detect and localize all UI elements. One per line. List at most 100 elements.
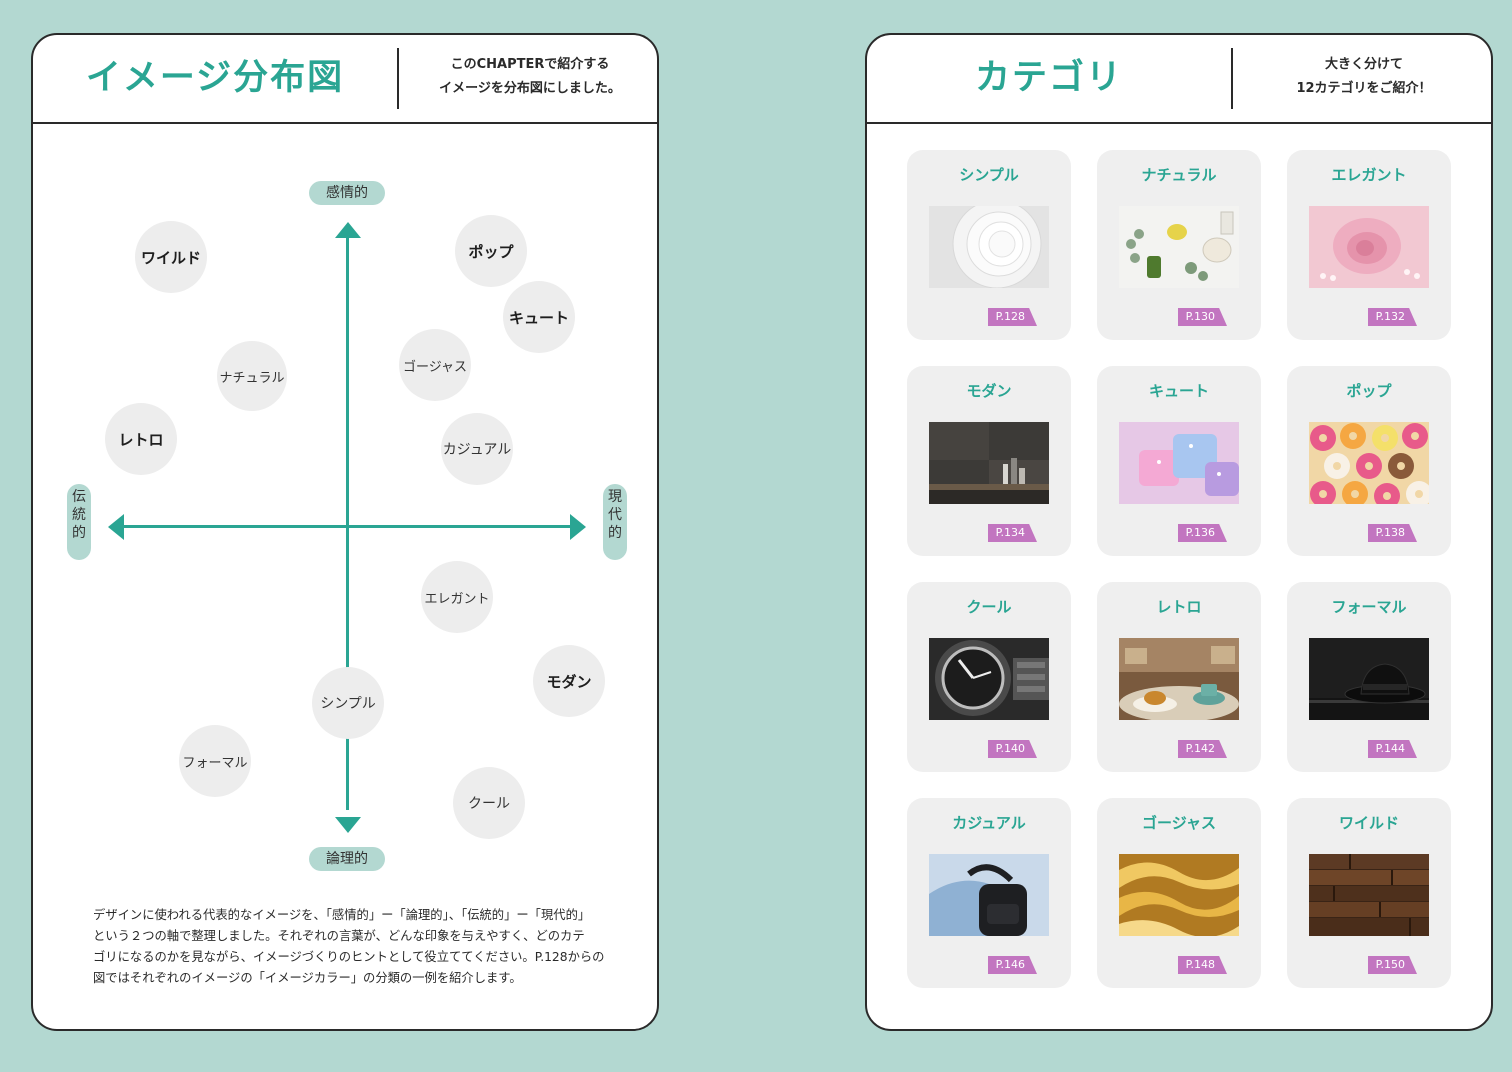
subtitle-line: このCHAPTERで紹介する [450,57,610,72]
rose-image [1309,206,1429,288]
category-card-wild[interactable]: ワイルド P.150 [1287,798,1451,988]
bubble-cool: クール [453,767,525,839]
bubble-simple: シンプル [312,667,384,739]
category-card-cool[interactable]: クール P.140 [907,582,1071,772]
bubble-label: クール [468,796,510,812]
card-title: クール [966,598,1012,616]
axis-char: 伝 [72,489,86,505]
page-title: イメージ分布図 [85,58,345,98]
header-divider [1231,48,1233,109]
card-title: ワイルド [1338,814,1399,832]
bubble-label: ナチュラル [219,370,285,386]
arrow-up-icon [335,222,361,238]
category-card-formal[interactable]: フォーマル P.144 [1287,582,1451,772]
category-card-pop[interactable]: ポップ P.138 [1287,366,1451,556]
description-line: デザインに使われる代表的なイメージを、「感情的」ー「論理的」、「伝統的」ー「現代… [93,908,591,922]
bubble-modern: モダン [533,645,605,717]
card-title: キュート [1148,382,1209,400]
description-text: デザインに使われる代表的なイメージを、「感情的」ー「論理的」、「伝統的」ー「現代… [93,905,613,989]
axis-label-logical: 論理的 [309,847,385,871]
plates-image [929,206,1049,288]
bubble-label: フォーマル [182,755,248,771]
card-title: フォーマル [1331,598,1407,616]
axis-char: 統 [72,507,86,523]
category-card-gorgeous[interactable]: ゴージャス P.148 [1097,798,1261,988]
category-card-casual[interactable]: カジュアル P.146 [907,798,1071,988]
watch-image [929,638,1049,720]
hat-piano-image [1309,638,1429,720]
card-title: ポップ [1346,382,1392,400]
donuts-image [1309,422,1429,504]
backpack-image [929,854,1049,936]
page-tag: P.128 [987,308,1037,326]
description-line: ゴリになるのかを見ながら、イメージづくりのヒントとして役立ててください。P.12… [93,950,605,964]
axis-label-emotional: 感情的 [309,181,385,205]
card-title: レトロ [1156,598,1202,616]
arrow-left-icon [108,514,124,540]
arrow-down-icon [335,817,361,833]
card-title: エレガント [1331,166,1407,184]
page-title: カテゴリ [974,58,1123,98]
page-tag: P.134 [987,524,1037,542]
page-tag: P.150 [1367,956,1417,974]
card-title: シンプル [959,166,1019,184]
bubble-label: ワイルド [140,248,201,267]
category-card-cute[interactable]: キュート P.136 [1097,366,1261,556]
page-tag: P.140 [987,740,1037,758]
page-tag: P.136 [1177,524,1227,542]
bubble-label: エレガント [424,591,490,607]
bubble-elegant: エレガント [421,561,493,633]
natural-cosmetics-image [1119,206,1239,288]
axis-char: 現 [608,489,622,505]
bubble-casual: カジュアル [441,413,513,485]
retro-cafe-image [1119,638,1239,720]
bubble-pop: ポップ [455,215,527,287]
page-tag: P.130 [1177,308,1227,326]
page-tag: P.148 [1177,956,1227,974]
card-title: ゴージャス [1142,814,1216,832]
bubble-cute: キュート [503,281,575,353]
gold-fabric-image [1119,854,1239,936]
panel-header: イメージ分布図 このCHAPTERで紹介する イメージを分布図にしました。 [33,35,657,124]
bubble-label: ゴージャス [402,359,468,375]
page-tag: P.144 [1367,740,1417,758]
category-card-modern[interactable]: モダン P.134 [907,366,1071,556]
subtitle-line: イメージを分布図にしました。 [439,81,621,96]
bubble-formal: フォーマル [179,725,251,797]
panel-header: カテゴリ 大きく分けて 12カテゴリをご紹介！ [867,35,1491,124]
vertical-axis [346,235,349,810]
category-card-natural[interactable]: ナチュラル P.130 [1097,150,1261,340]
bubble-label: レトロ [118,430,164,449]
description-line: 図ではそれぞれのイメージの「イメージカラー」の分類の一例を紹介します。 [93,971,522,985]
page-tag: P.146 [987,956,1037,974]
page-tag: P.138 [1367,524,1417,542]
bubble-retro: レトロ [105,403,177,475]
card-title: ナチュラル [1141,166,1217,184]
modern-interior-image [929,422,1049,504]
card-title: モダン [966,382,1012,400]
arrow-right-icon [570,514,586,540]
axis-char: 的 [72,525,86,541]
distribution-map-panel: イメージ分布図 このCHAPTERで紹介する イメージを分布図にしました。 感情… [31,33,659,1031]
axis-char: 代 [608,507,622,523]
bubble-wild: ワイルド [135,221,207,293]
jelly-candy-image [1119,422,1239,504]
category-panel: カテゴリ 大きく分けて 12カテゴリをご紹介！ シンプル P.128 ナチュラル [865,33,1493,1031]
description-line: という２つの軸で整理しました。それぞれの言葉が、どんな印象を与えやすく、どのカテ [93,929,585,943]
bubble-label: カジュアル [442,442,512,458]
page-tag: P.142 [1177,740,1227,758]
category-card-simple[interactable]: シンプル P.128 [907,150,1071,340]
bubble-natural: ナチュラル [217,341,287,411]
category-card-retro[interactable]: レトロ P.142 [1097,582,1261,772]
bubble-label: キュート [508,308,569,327]
header-divider [397,48,399,109]
bubble-label: シンプル [320,696,376,712]
axis-label-traditional: 伝統的 [67,484,91,560]
page-subtitle: 大きく分けて 12カテゴリをご紹介！ [1233,53,1491,101]
subtitle-line: 12カテゴリをご紹介！ [1296,81,1432,96]
page-tag: P.132 [1367,308,1417,326]
page-subtitle: このCHAPTERで紹介する イメージを分布図にしました。 [399,53,657,101]
subtitle-line: 大きく分けて [1324,57,1403,72]
card-title: カジュアル [952,814,1026,832]
category-card-elegant[interactable]: エレガント P.132 [1287,150,1451,340]
